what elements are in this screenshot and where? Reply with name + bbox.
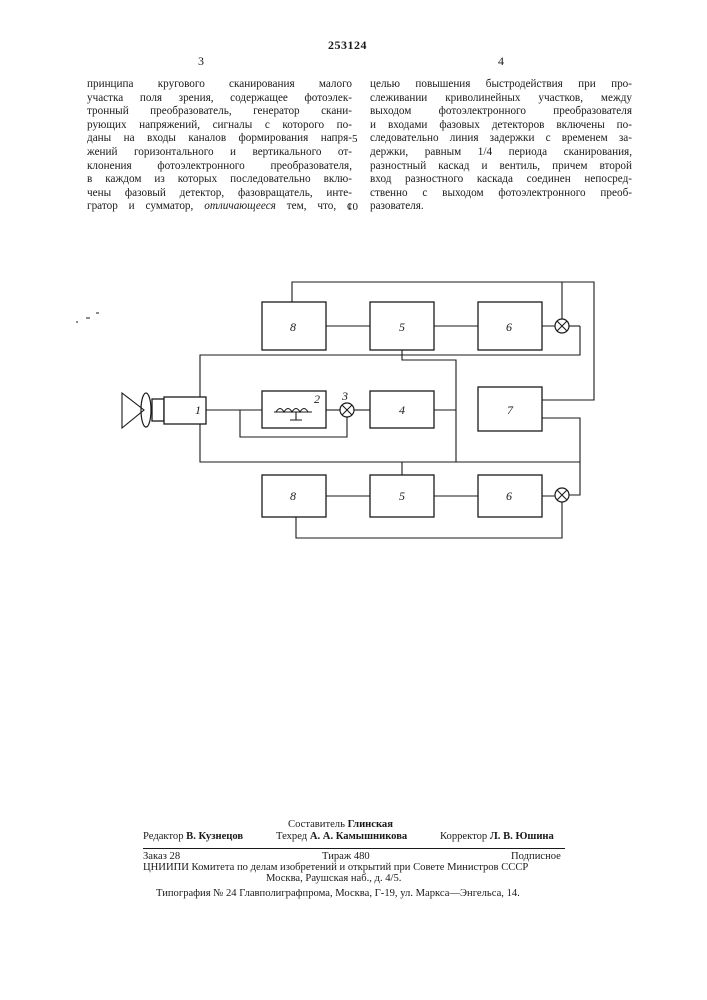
label-8-top: 8 [290,320,296,334]
editor-name: В. Кузнецов [186,831,243,842]
organization: ЦНИИПИ Комитета по делам изобретений и о… [143,862,528,873]
corrector-name: Л. В. Юшина [490,831,554,842]
summator-bottom [555,488,569,502]
printer: Типография № 24 Главполиграфпрома, Москв… [156,888,520,899]
label-1: 1 [195,403,201,417]
circulation: Тираж 480 [322,851,370,862]
techred-name: А. А. Камышникова [310,831,407,842]
label-7: 7 [507,403,514,417]
editor-label: Редактор [143,831,184,842]
address: Москва, Раушская наб., д. 4/5. [266,873,401,884]
compiler-name: Глинская [348,819,393,830]
compiler-line: Составитель Глинская [288,819,393,830]
footer-rule [143,848,565,849]
label-6-top: 6 [506,320,512,334]
subscription: Подписное [511,851,561,862]
order-number: Заказ 28 [143,851,180,862]
converter-front [152,399,164,421]
label-8-bottom: 8 [290,489,296,503]
label-6-bottom: 6 [506,489,512,503]
summator-3 [340,403,354,417]
label-5-top: 5 [399,320,405,334]
compiler-label: Составитель [288,819,345,830]
editor-line: Редактор В. Кузнецов [143,831,243,842]
lens-icon [122,393,151,428]
techred-label: Техред [276,831,307,842]
summator-top [555,319,569,333]
label-3: 3 [341,389,348,403]
label-4: 4 [399,403,405,417]
corrector-line: Корректор Л. В. Юшина [440,831,554,842]
techred-line: Техред А. А. Камышникова [276,831,407,842]
label-2: 2 [314,392,320,406]
corrector-label: Корректор [440,831,487,842]
label-5-bottom: 5 [399,489,405,503]
